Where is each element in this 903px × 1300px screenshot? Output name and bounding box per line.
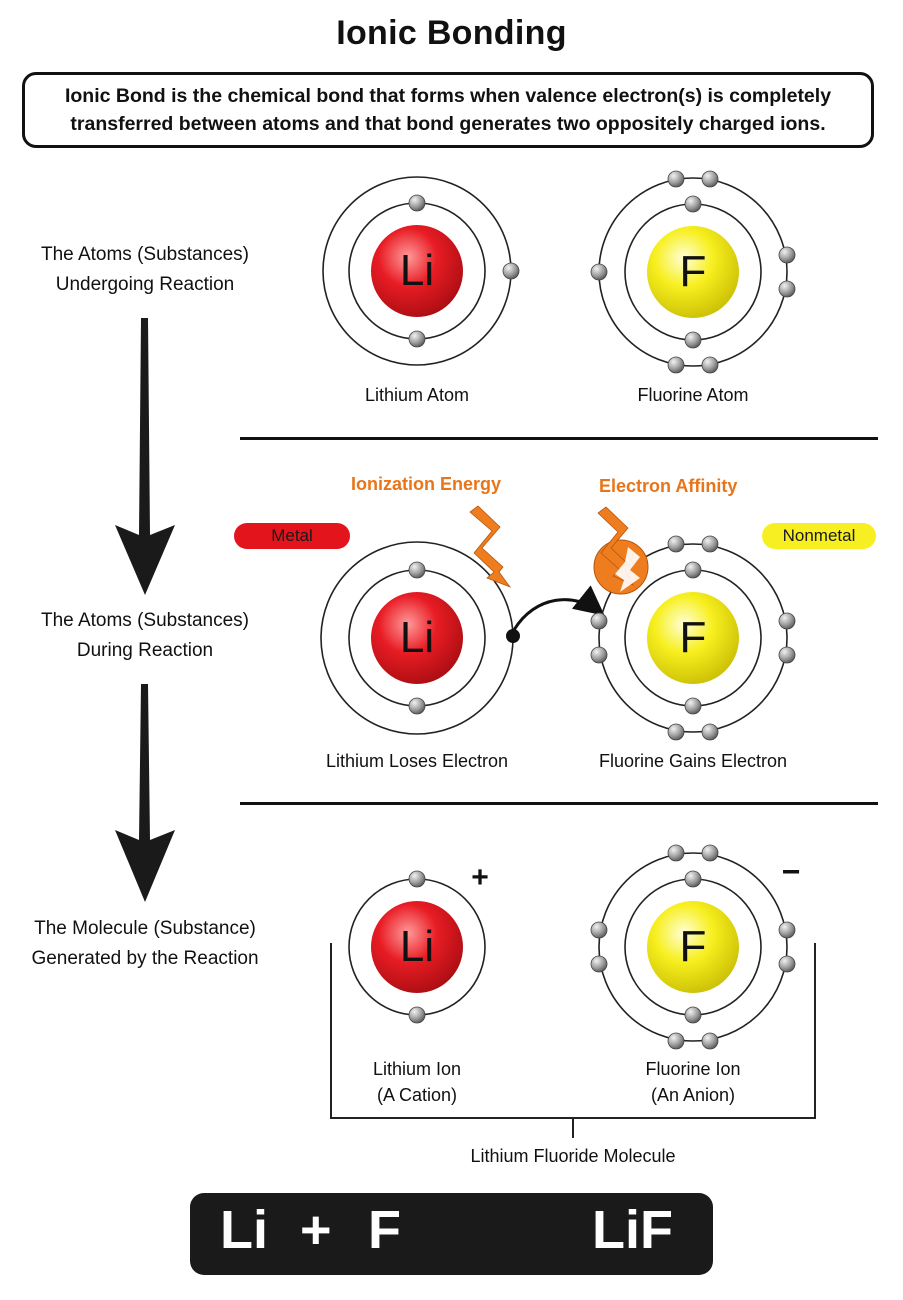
reaction-equation: Li + F LiF: [190, 1193, 713, 1275]
anion-charge: −: [781, 853, 801, 890]
metal-badge: Metal: [234, 523, 350, 549]
fluorine-ion-caption: Fluorine Ion (An Anion): [613, 1056, 773, 1108]
cation-charge: +: [471, 861, 489, 894]
stage3-line2: Generated by the Reaction: [31, 948, 259, 969]
fluorine-ion-caption-line2: (An Anion): [650, 1085, 736, 1105]
lithium-atom-caption: Lithium Atom: [364, 385, 470, 405]
equation-f: F: [368, 1200, 401, 1260]
stage-label-atoms-before: The Atoms (Substances) Undergoing Reacti…: [0, 240, 290, 300]
definition-box: Ionic Bond is the chemical bond that for…: [22, 72, 874, 148]
f-symbol-row2: F: [679, 613, 707, 662]
molecule-caption: Lithium Fluoride Molecule: [470, 1146, 676, 1166]
stage2-line1: The Atoms (Substances): [40, 610, 250, 631]
equation-plus: +: [300, 1200, 332, 1260]
f-symbol-row1: F: [679, 247, 707, 296]
fluorine-gains-caption: Fluorine Gains Electron: [598, 751, 788, 771]
lithium-ion-caption: Lithium Ion (A Cation): [337, 1056, 497, 1108]
li-symbol-row1: Li: [399, 246, 435, 295]
down-arrow-1: [115, 318, 175, 595]
electron-affinity-label: Electron Affinity: [599, 476, 738, 496]
lithium-ion: [348, 870, 486, 1024]
f-symbol-row3: F: [679, 922, 707, 971]
electron-transfer-arrow: [512, 585, 605, 631]
ionization-energy-bolt-icon: [469, 505, 512, 588]
lithium-atom-during: [320, 541, 520, 735]
lithium-ion-caption-line1: Lithium Ion: [372, 1059, 462, 1079]
definition-text: Ionic Bond is the chemical bond that for…: [64, 85, 832, 135]
lithium-atom: [322, 176, 520, 366]
fluorine-ion: [590, 844, 796, 1050]
li-symbol-row2: Li: [399, 613, 435, 662]
fluorine-atom: [590, 170, 796, 374]
page-title: Ionic Bonding: [336, 14, 567, 52]
equation-li: Li: [220, 1200, 268, 1260]
molecule-bracket: [330, 943, 816, 1138]
stage2-line2: During Reaction: [76, 640, 214, 661]
fluorine-atom-during: [590, 535, 796, 741]
fluorine-atom-caption: Fluorine Atom: [637, 385, 749, 405]
electron-affinity-bolt-icon: [593, 506, 649, 595]
stage1-line1: The Atoms (Substances): [40, 244, 250, 265]
down-arrow-2: [115, 684, 175, 902]
lithium-ion-caption-line2: (A Cation): [376, 1085, 458, 1105]
stage-label-molecule: The Molecule (Substance) Generated by th…: [0, 914, 290, 974]
li-symbol-row3: Li: [399, 922, 435, 971]
fluorine-ion-caption-line1: Fluorine Ion: [645, 1059, 741, 1079]
nonmetal-badge: Nonmetal: [762, 523, 876, 549]
separator-2: [240, 802, 878, 805]
stage-label-atoms-during: The Atoms (Substances) During Reaction: [0, 606, 290, 666]
lithium-loses-caption: Lithium Loses Electron: [325, 751, 509, 771]
ionization-energy-label: Ionization Energy: [351, 474, 502, 494]
separator-1: [240, 437, 878, 440]
stage3-line1: The Molecule (Substance): [34, 918, 256, 939]
equation-product: LiF: [592, 1200, 673, 1260]
stage1-line2: Undergoing Reaction: [55, 274, 235, 295]
